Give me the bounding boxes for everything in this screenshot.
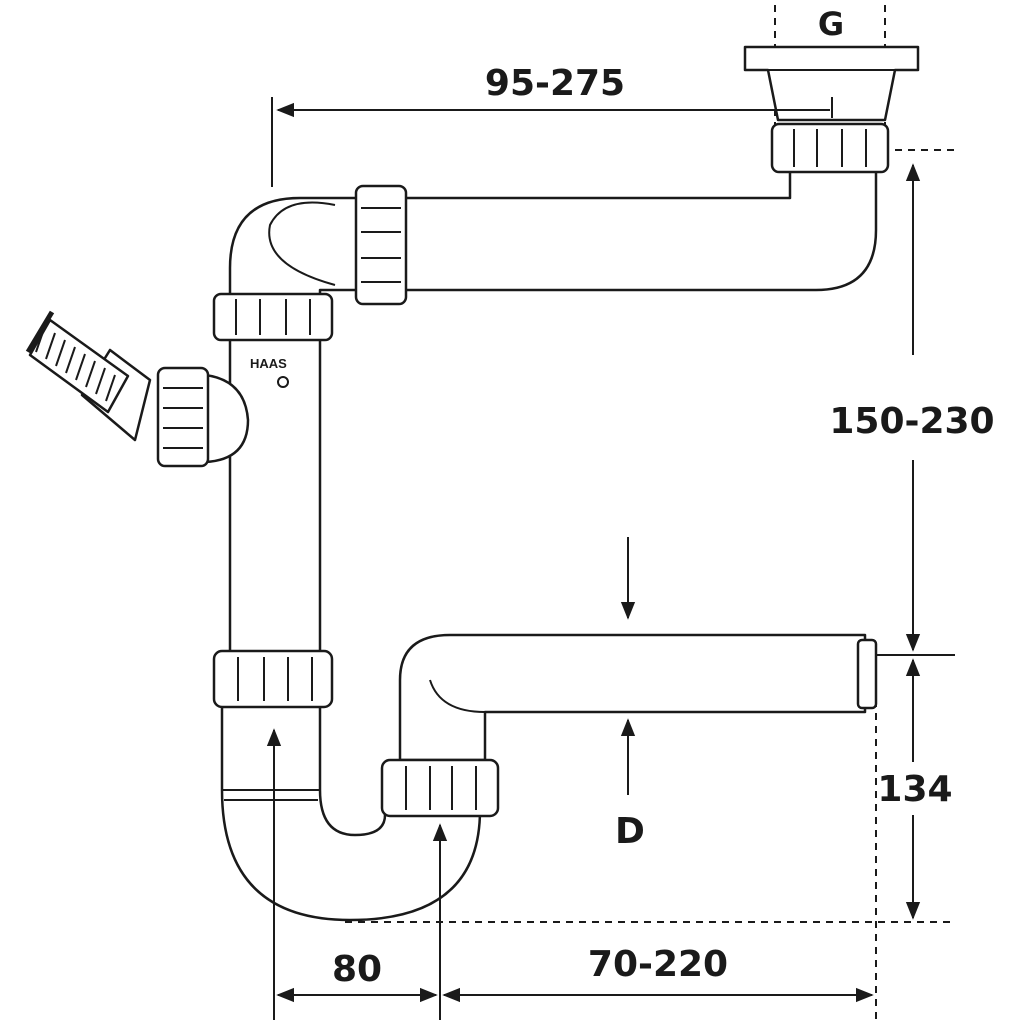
nut-sink-inlet bbox=[770, 122, 890, 174]
nut-upper-arm bbox=[354, 184, 408, 306]
hose-end-ring bbox=[25, 310, 55, 354]
nut-upper-elbow bbox=[212, 292, 334, 342]
label-d: D bbox=[615, 811, 645, 852]
upper-elbow-inner-curve bbox=[268, 201, 336, 286]
outlet-inner-curve bbox=[429, 679, 486, 713]
lower-outlet-arm bbox=[398, 633, 878, 762]
label-95-275: 95-275 bbox=[485, 63, 625, 104]
coupling-nuts bbox=[156, 122, 890, 818]
nut-standpipe-lower bbox=[212, 649, 334, 709]
corrugated-hose bbox=[25, 310, 130, 414]
u-trap-bend bbox=[220, 698, 482, 922]
outlet-end-cap bbox=[856, 638, 878, 710]
upper-elbow bbox=[228, 196, 362, 302]
side-inlet bbox=[25, 310, 250, 464]
outlet-pipe bbox=[398, 633, 867, 762]
standpipe-body bbox=[228, 328, 322, 662]
brand-logo: HAAS bbox=[250, 356, 287, 371]
brand-mark-icon bbox=[277, 376, 289, 388]
label-g: G bbox=[818, 5, 844, 43]
side-inlet-bulge bbox=[203, 373, 250, 464]
reference-lines bbox=[345, 5, 955, 1020]
nut-side-inlet bbox=[156, 366, 210, 468]
label-150-230: 150-230 bbox=[829, 401, 994, 442]
dimension-lines bbox=[266, 97, 955, 1020]
hose-body bbox=[28, 318, 130, 414]
label-80: 80 bbox=[332, 949, 382, 990]
upper-horizontal-arm bbox=[393, 168, 878, 292]
dimension-labels: G 95-275 150-230 134 D 80 70-220 bbox=[332, 5, 995, 990]
sink-inlet bbox=[743, 45, 920, 122]
label-134: 134 bbox=[877, 769, 952, 810]
upper-arm-pipe bbox=[393, 168, 878, 292]
u-trap bbox=[220, 698, 482, 922]
vertical-standpipe bbox=[228, 196, 362, 662]
nut-outlet bbox=[380, 758, 500, 818]
label-70-220: 70-220 bbox=[588, 944, 728, 985]
